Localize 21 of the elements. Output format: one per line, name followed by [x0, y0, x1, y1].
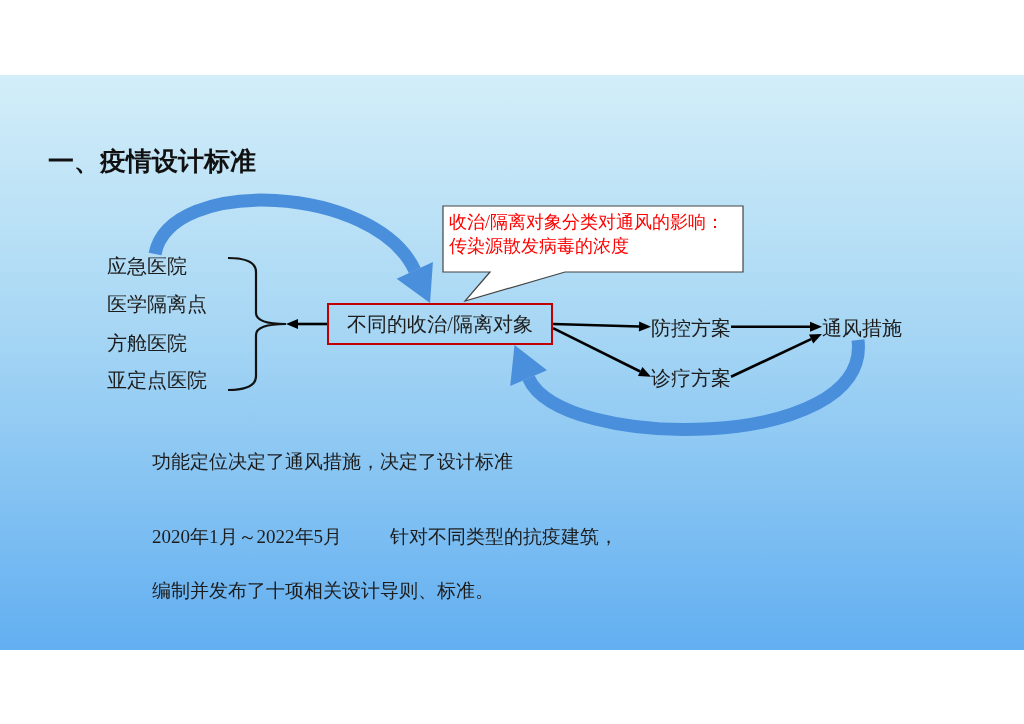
body-text: 针对不同类型的抗疫建筑， [390, 525, 618, 549]
callout-text: 传染源散发病毒的浓度 [449, 235, 629, 257]
plan-label: 防控方案 [651, 316, 731, 340]
facility-label: 应急医院 [107, 254, 187, 278]
measure-label: 通风措施 [822, 316, 902, 340]
arrow [286, 319, 327, 329]
arrow [552, 321, 651, 332]
facility-label: 医学隔离点 [107, 292, 207, 316]
body-text: 2020年1月～2022年5月 [152, 525, 342, 549]
highlight-box [327, 303, 553, 345]
facility-label: 方舱医院 [107, 331, 187, 355]
facility-label: 亚定点医院 [107, 368, 207, 392]
plan-label: 诊疗方案 [651, 366, 731, 390]
arrow [730, 334, 822, 378]
slide-title: 一、疫情设计标准 [48, 145, 256, 178]
body-text: 编制并发布了十项相关设计导则、标准。 [152, 579, 494, 603]
box-label: 不同的收治/隔离对象 [347, 312, 533, 336]
arrow [731, 321, 822, 332]
callout-text: 收治/隔离对象分类对通风的影响： [449, 211, 724, 233]
arrow [552, 327, 651, 377]
body-text: 功能定位决定了通风措施，决定了设计标准 [152, 450, 513, 474]
